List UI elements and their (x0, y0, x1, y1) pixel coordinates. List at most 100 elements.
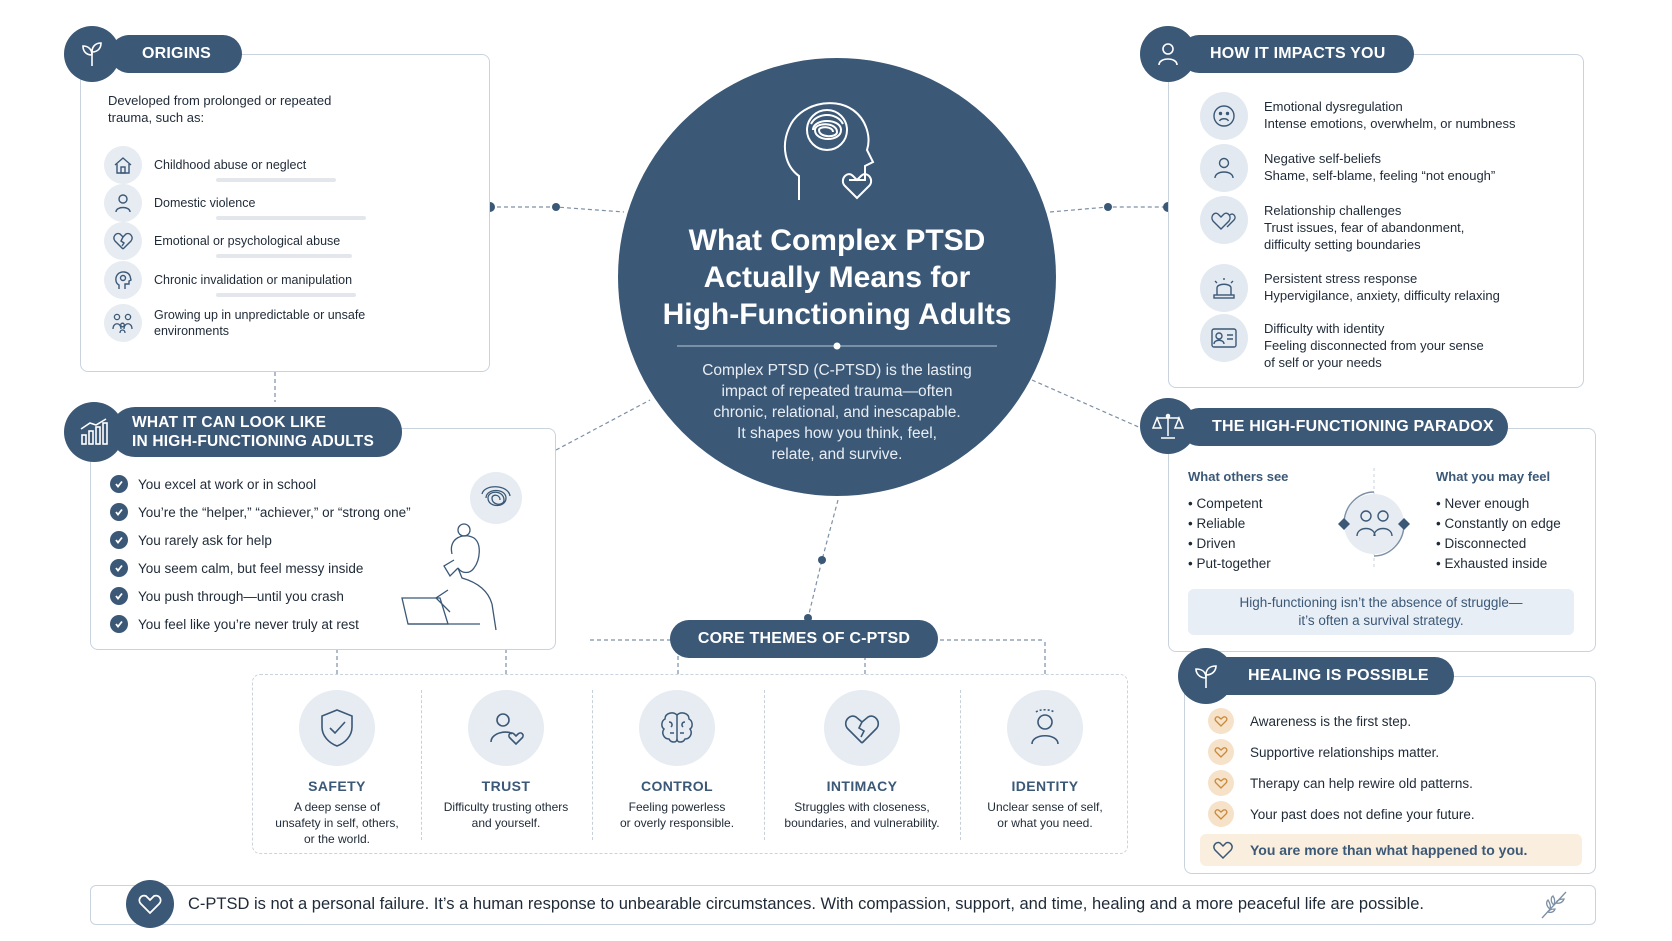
house-icon (104, 146, 142, 184)
paradox-title-pill: THE HIGH-FUNCTIONING PARADOX (1180, 408, 1508, 446)
title-line: Actually Means for (703, 261, 971, 294)
healing-badge (1178, 648, 1234, 704)
healing-item-label: Your past does not define your future. (1250, 806, 1475, 822)
paradox-left-item: • Competent (1188, 496, 1263, 511)
healing-item-label: Therapy can help rewire old patterns. (1250, 775, 1473, 791)
check-icon (110, 559, 128, 577)
heart-icon (1208, 770, 1234, 796)
center-divider (677, 342, 997, 350)
healing-item: Your past does not define your future. (1208, 801, 1475, 827)
impacts-item-heading: Persistent stress response (1264, 271, 1418, 286)
healing-item-label: Awareness is the first step. (1250, 713, 1412, 729)
core-themes-title: CORE THEMES OF C-PTSD (697, 630, 911, 647)
healing-item: Therapy can help rewire old patterns. (1208, 770, 1473, 796)
theme-description-line: Unclear sense of self, (987, 800, 1103, 814)
impacts-item-heading: Negative self-beliefs (1264, 151, 1382, 166)
theme-description-line: and yourself. (471, 816, 541, 830)
title-line: High-Functioning Adults (662, 298, 1012, 331)
paradox-right-item: • Disconnected (1436, 536, 1527, 551)
impacts-item: Difficulty with identity Feeling disconn… (1200, 314, 1484, 371)
person-icon (1158, 43, 1178, 66)
paradox-note: High-functioning isn’t the absence of st… (1188, 589, 1574, 635)
theme-description: Difficulty trusting others and yourself. (421, 799, 591, 831)
origins-item: Childhood abuse or neglect (104, 146, 306, 184)
impacts-badge (1140, 26, 1196, 82)
description-line: relate, and survive. (771, 446, 903, 463)
paradox-left-item: • Driven (1188, 536, 1236, 551)
paradox-right-item: • Exhausted inside (1436, 556, 1548, 571)
theme-description-line: Feeling powerless (628, 800, 726, 814)
divider (216, 178, 336, 182)
scales-icon (1152, 413, 1184, 439)
broken-heart-icon (104, 222, 142, 260)
healing-highlight: You are more than what happened to you. (1200, 834, 1582, 866)
paradox-right-heading: What you may feel (1436, 469, 1551, 484)
healing-highlight-text: You are more than what happened to you. (1250, 842, 1528, 858)
healing-title-pill: HEALING IS POSSIBLE (1196, 657, 1454, 695)
theme-description-line: A deep sense of (293, 800, 381, 814)
divider (960, 690, 961, 840)
healing-item: Supportive relationships matter. (1208, 739, 1439, 765)
impacts-item-heading: Emotional dysregulation (1264, 99, 1403, 114)
looks-like-item-label: You excel at work or in school (138, 476, 317, 492)
origins-item: Domestic violence (104, 184, 255, 222)
paradox-note-line: High-functioning isn’t the absence of st… (1239, 595, 1523, 610)
broken-heart-icon (824, 690, 900, 766)
looks-like-item: You push through—until you crash (110, 587, 344, 605)
theme-description: Struggles with closeness, boundaries, an… (777, 799, 947, 831)
theme-name: TRUST (481, 778, 531, 794)
footer-text: C-PTSD is not a personal failure. It’s a… (188, 895, 1425, 913)
looks-like-title-line1: WHAT IT CAN LOOK LIKE (132, 414, 327, 431)
theme-intimacy: INTIMACY Struggles with closeness, bound… (777, 690, 947, 831)
theme-name: IDENTITY (1011, 778, 1079, 794)
sad-face-icon (1200, 92, 1248, 140)
description-line: Complex PTSD (C-PTSD) is the lasting (702, 362, 972, 379)
looks-like-item-label: You feel like you’re never truly at rest (138, 616, 359, 632)
impacts-item-text: Hypervigilance, anxiety, difficulty rela… (1264, 288, 1500, 303)
divider (216, 216, 366, 220)
check-icon (110, 503, 128, 521)
heart-icon (1208, 801, 1234, 827)
impacts-item: Persistent stress response Hypervigilanc… (1200, 264, 1500, 312)
impacts-item-text: of self or your needs (1264, 355, 1382, 370)
impacts-title: HOW IT IMPACTS YOU (1210, 45, 1386, 62)
impacts-item-heading: Relationship challenges (1264, 203, 1402, 218)
impacts-item: Relationship challenges Trust issues, fe… (1200, 196, 1464, 253)
hearts-icon (1200, 196, 1248, 244)
theme-description-line: Difficulty trusting others (443, 800, 569, 814)
origins-card (80, 54, 490, 372)
paradox-title: THE HIGH-FUNCTIONING PARADOX (1212, 418, 1494, 435)
origins-item: Emotional or psychological abuse (104, 222, 340, 260)
looks-like-item: You rarely ask for help (110, 531, 272, 549)
looks-like-item: You excel at work or in school (110, 475, 316, 493)
looks-like-item-label: You rarely ask for help (138, 532, 272, 548)
paradox-note-line: it’s often a survival strategy. (1298, 613, 1464, 628)
divider (216, 293, 356, 297)
theme-description-line: or what you need. (997, 816, 1093, 830)
person-icon (104, 184, 142, 222)
theme-description-line: or overly responsible. (619, 816, 735, 830)
theme-name: INTIMACY (826, 778, 898, 794)
origins-item-label: Growing up in unpredictable or unsafe en… (154, 308, 366, 338)
paradox-right-item: • Never enough (1436, 496, 1530, 511)
divider (764, 690, 765, 840)
person-icon (1200, 144, 1248, 192)
looks-like-item: You’re the “helper,” “achiever,” or “str… (110, 503, 411, 521)
theme-description: A deep sense of unsafety in self, others… (252, 799, 422, 847)
shield-check-icon (299, 690, 375, 766)
theme-description: Feeling powerless or overly responsible. (592, 799, 762, 831)
person-icon (1007, 690, 1083, 766)
origins-title-pill: ORIGINS (110, 35, 242, 73)
looks-like-card (90, 428, 556, 650)
origins-title: ORIGINS (142, 45, 211, 62)
origins-item: Growing up in unpredictable or unsafe en… (104, 304, 404, 342)
heart-icon (1213, 841, 1233, 860)
id-card-icon (1200, 314, 1248, 362)
alarm-icon (1200, 264, 1248, 312)
origins-item-label: Domestic violence (154, 196, 256, 210)
looks-like-item-label: You push through—until you crash (138, 588, 344, 604)
check-icon (110, 475, 128, 493)
description-line: impact of repeated trauma—often (721, 383, 953, 400)
heart-icon (1208, 708, 1234, 734)
paradox-left-heading: What others see (1188, 469, 1289, 484)
